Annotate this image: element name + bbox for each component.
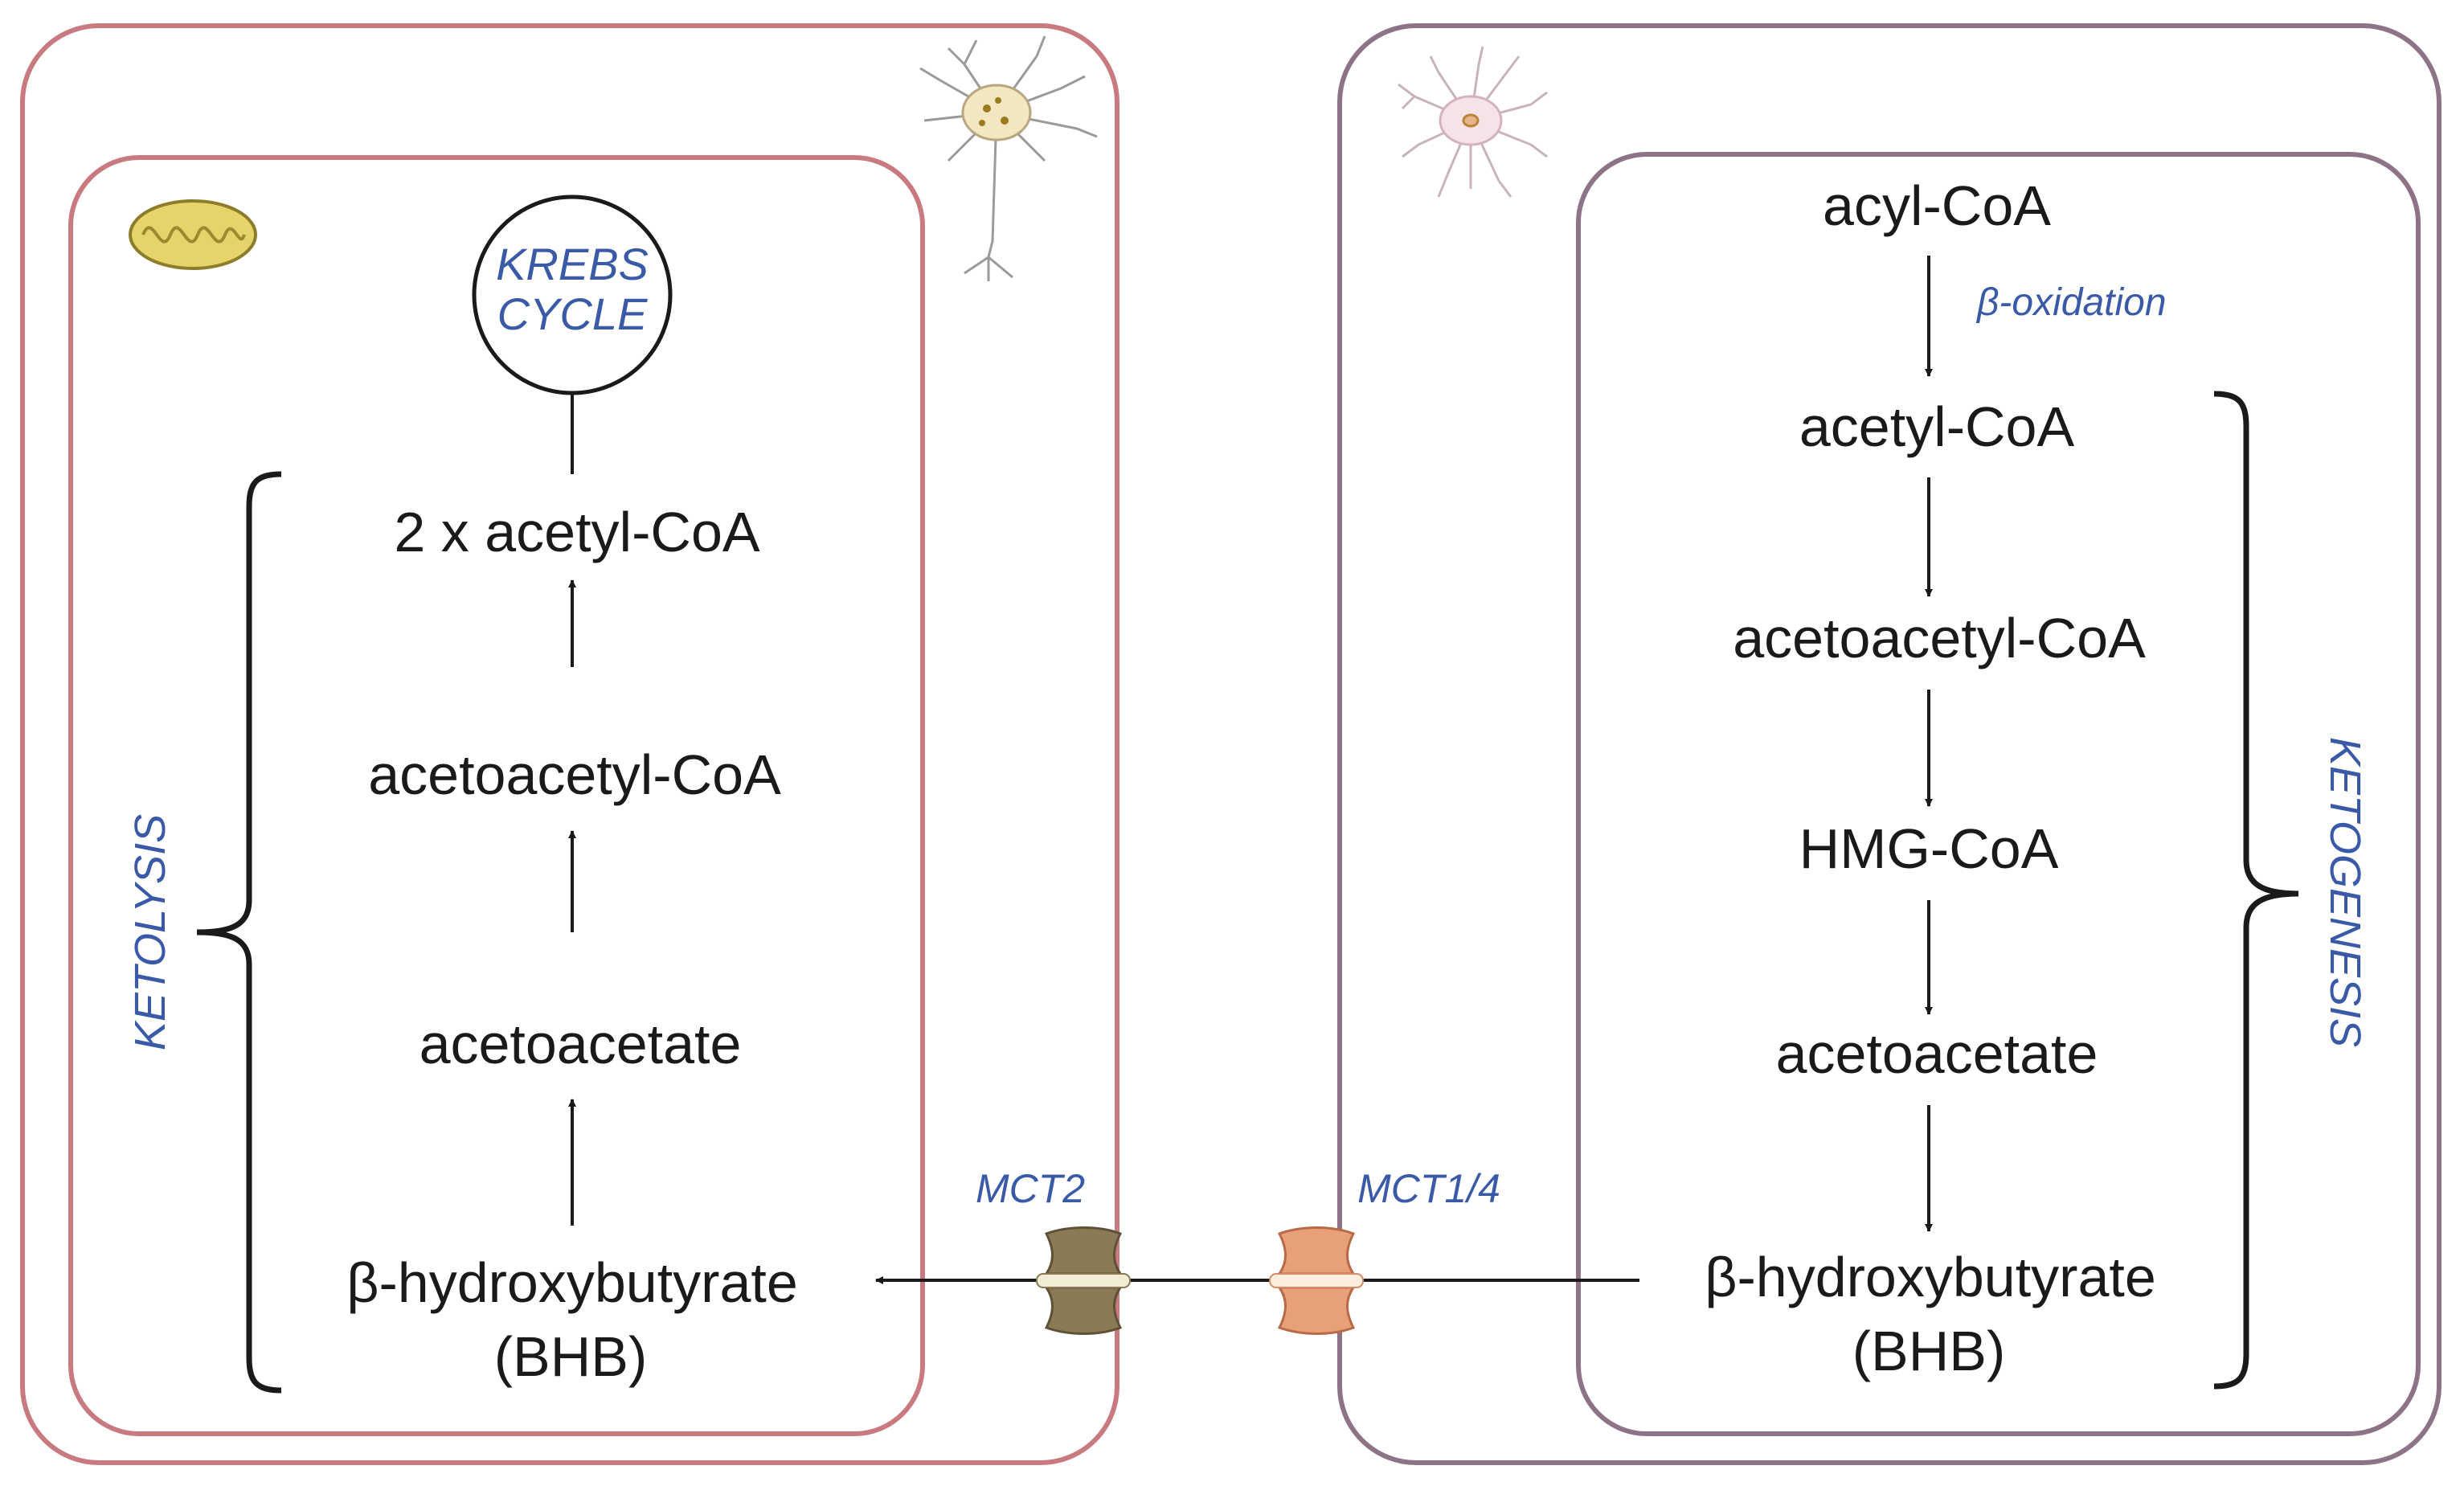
mct14-label: MCT1/4 — [1357, 1166, 1500, 1211]
astrocyte-icon — [1398, 46, 1548, 198]
ketolysis-label: KETOLYSIS — [126, 814, 174, 1050]
astrocyte-outer-membrane — [1337, 23, 2441, 1465]
astrocyte-metabolite-acetoacetate: acetoacetate — [1776, 1022, 2098, 1085]
ketogenesis-brace — [2213, 391, 2299, 1390]
ketolysis-brace — [196, 471, 282, 1394]
astrocyte-metabolite-acetyl-coa: acetyl-CoA — [1799, 395, 2075, 458]
krebs-label-line2: CYCLE — [497, 289, 648, 339]
krebs-label-line1: KREBS — [496, 239, 649, 289]
astrocyte-metabolite-bhb: β-hydroxybutyrate — [1705, 1246, 2156, 1308]
neuron-icon — [919, 35, 1098, 281]
beta-oxidation-label: β-oxidation — [1975, 281, 2167, 324]
bhb-transport: MCT2 MCT1/4 — [875, 1166, 1639, 1335]
ketogenesis-label: KETOGENESIS — [2321, 737, 2369, 1047]
neuron-metabolite-acetyl-coa: 2 x acetyl-CoA — [394, 501, 759, 563]
neuron-metabolite-acetoacetate: acetoacetate — [420, 1013, 742, 1075]
neuron-metabolite-bhb: β-hydroxybutyrate — [346, 1251, 798, 1314]
astrocyte-metabolite-bhb-abbrev: (BHB) — [1852, 1320, 2006, 1382]
neuron-mitochondrion-compartment — [68, 155, 925, 1436]
mitochondrion-icon — [129, 199, 257, 270]
astrocyte-metabolite-acyl-coa: acyl-CoA — [1823, 174, 2051, 237]
astrocyte-metabolite-acetoacetyl-coa: acetoacetyl-CoA — [1733, 607, 2146, 669]
neuron-outer-membrane — [20, 23, 1119, 1465]
neuron-cell: KREBS CYCLE 2 x acetyl-CoA acetoacetyl-C… — [20, 23, 1119, 1465]
astrocyte-mitochondrion-compartment — [1576, 152, 2421, 1436]
krebs-cycle: KREBS CYCLE — [472, 194, 673, 474]
mct2-label: MCT2 — [976, 1166, 1085, 1211]
mct2-transporter-icon — [1036, 1226, 1131, 1335]
astrocyte-cell: acyl-CoA β-oxidation acetyl-CoA acetoace… — [1337, 23, 2441, 1465]
mct14-transporter-icon — [1269, 1226, 1364, 1335]
neuron-metabolite-acetoacetyl-coa: acetoacetyl-CoA — [368, 743, 781, 806]
astrocyte-metabolite-hmg-coa: HMG-CoA — [1799, 817, 2059, 880]
neuron-metabolite-bhb-abbrev: (BHB) — [494, 1325, 648, 1388]
